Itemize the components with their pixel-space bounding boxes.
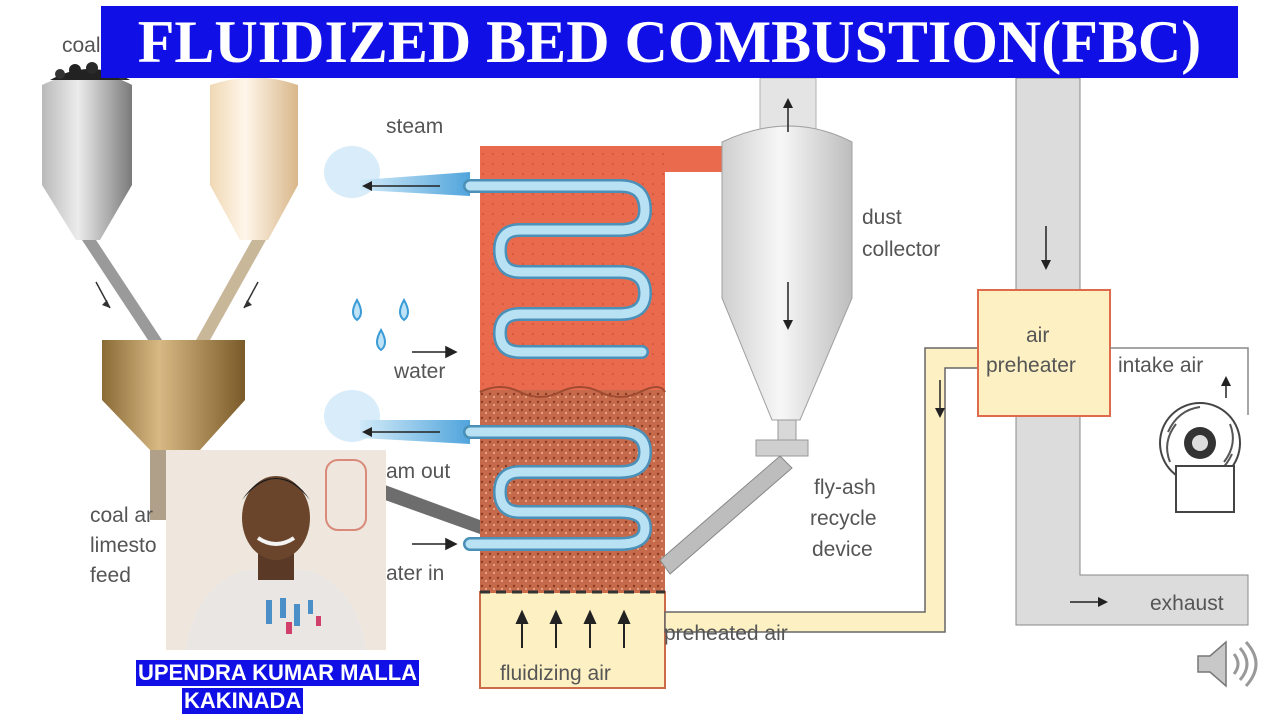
label-device: device — [812, 538, 873, 561]
label-intake-air: intake air — [1118, 354, 1203, 377]
author-name: UPENDRA KUMAR MALLA — [136, 660, 420, 686]
avatar — [166, 450, 386, 650]
label-dust: dust — [862, 206, 902, 229]
label-flyash: fly-ash — [814, 476, 876, 499]
page-title: FLUIDIZED BED COMBUSTION(FBC) — [101, 6, 1238, 78]
label-water: water — [393, 360, 445, 383]
fluidizing-air-arrows — [515, 609, 631, 648]
dust-collector — [659, 77, 853, 575]
label-coal-feed-1: coal ar — [90, 504, 153, 527]
water-in-arrows — [412, 345, 458, 551]
label-recycle: recycle — [810, 507, 877, 530]
label-air: air — [1026, 324, 1049, 347]
label-collector: collector — [862, 238, 940, 261]
steam-cloud-top — [324, 146, 470, 198]
label-steam: steam — [386, 115, 443, 138]
label-preheater: preheater — [986, 354, 1076, 377]
label-preheated-air: preheated air — [664, 622, 788, 645]
feed-pipe — [385, 485, 480, 534]
label-exhaust: exhaust — [1150, 592, 1224, 615]
air-ducts — [664, 77, 1249, 633]
label-steam-out: am out — [386, 460, 450, 483]
label-coal: coal — [62, 34, 101, 57]
speaker-icon[interactable] — [1192, 632, 1258, 696]
author-place: KAKINADA — [182, 688, 304, 714]
water-drops-icon — [352, 297, 409, 352]
steam-cloud-bottom — [324, 390, 470, 444]
coal-silo — [42, 62, 132, 240]
label-coal-feed-2: limesto — [90, 534, 157, 557]
label-fluidizing-air: fluidizing air — [500, 662, 611, 685]
label-coal-feed-3: feed — [90, 564, 131, 587]
limestone-silo — [210, 77, 298, 240]
fan-icon — [1159, 402, 1241, 513]
presenter-photo — [166, 450, 386, 650]
heat-exchanger-tubes — [463, 179, 653, 551]
feed-chutes — [82, 240, 266, 340]
label-water-in: ater in — [386, 562, 444, 585]
